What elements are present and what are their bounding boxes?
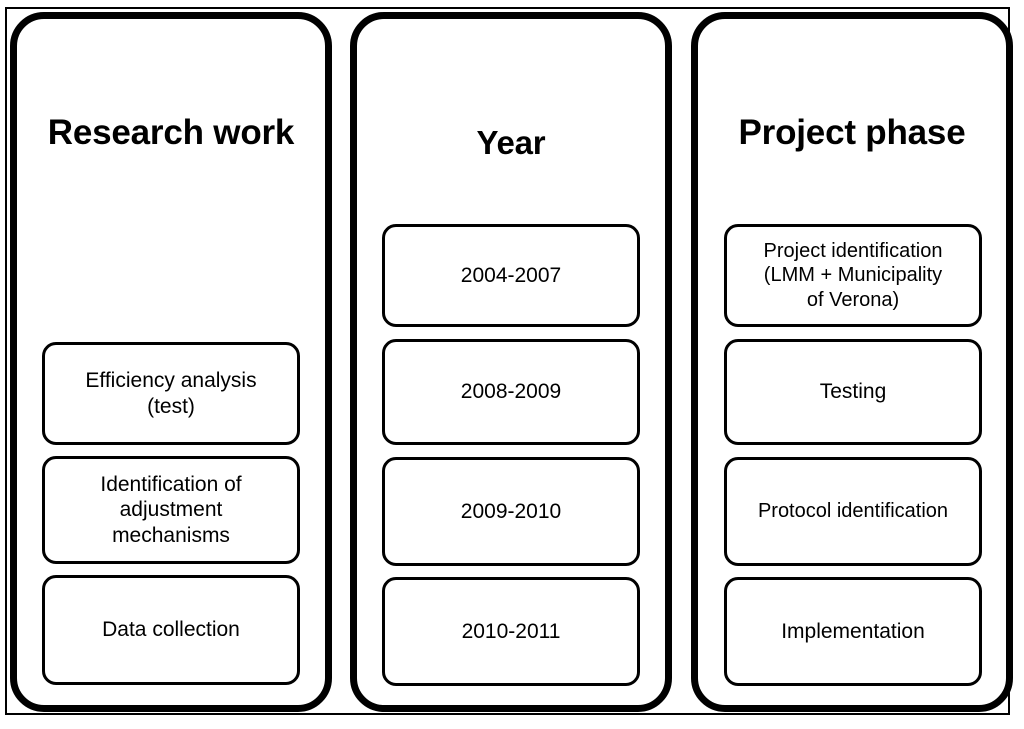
year-item-0: 2004-2007 [382,224,640,327]
year-item-1-label: 2008-2009 [460,380,562,404]
year-item-1: 2008-2009 [382,339,640,445]
year-item-3-label: 2010-2011 [461,619,561,643]
year-item-0-label: 2004-2007 [460,263,562,287]
research-work-item-0: Efficiency analysis (test) [42,342,300,445]
research-work-item-1-label: Identification of adjustment mechanisms [100,472,242,547]
project-phase-item-1: Testing [724,339,982,445]
year-item-3: 2010-2011 [382,577,640,686]
research-work-item-0-label: Efficiency analysis (test) [85,368,257,418]
project-phase-item-1-label: Testing [819,380,887,404]
year-item-2-label: 2009-2010 [460,499,562,523]
project-phase-item-3: Implementation [724,577,982,686]
column-header-project-phase: Project phase [738,113,966,152]
column-header-year: Year [476,124,546,161]
column-year: Year 2004-2007 2008-2009 2009-2010 2010-… [350,12,672,712]
research-work-item-2: Data collection [42,575,300,685]
year-item-2: 2009-2010 [382,457,640,566]
project-phase-item-3-label: Implementation [781,619,925,643]
research-work-item-1: Identification of adjustment mechanisms [42,456,300,564]
column-header-research-work: Research work [47,113,295,152]
column-project-phase: Project phase Project identification (LM… [691,12,1013,712]
project-phase-item-2-label: Protocol identification [757,500,949,523]
project-phase-item-2: Protocol identification [724,457,982,566]
project-phase-item-0-label: Project identification (LMM + Municipali… [763,239,943,311]
research-work-item-2-label: Data collection [102,618,240,642]
project-phase-item-0: Project identification (LMM + Municipali… [724,224,982,327]
column-research-work: Research work Efficiency analysis (test)… [10,12,332,712]
